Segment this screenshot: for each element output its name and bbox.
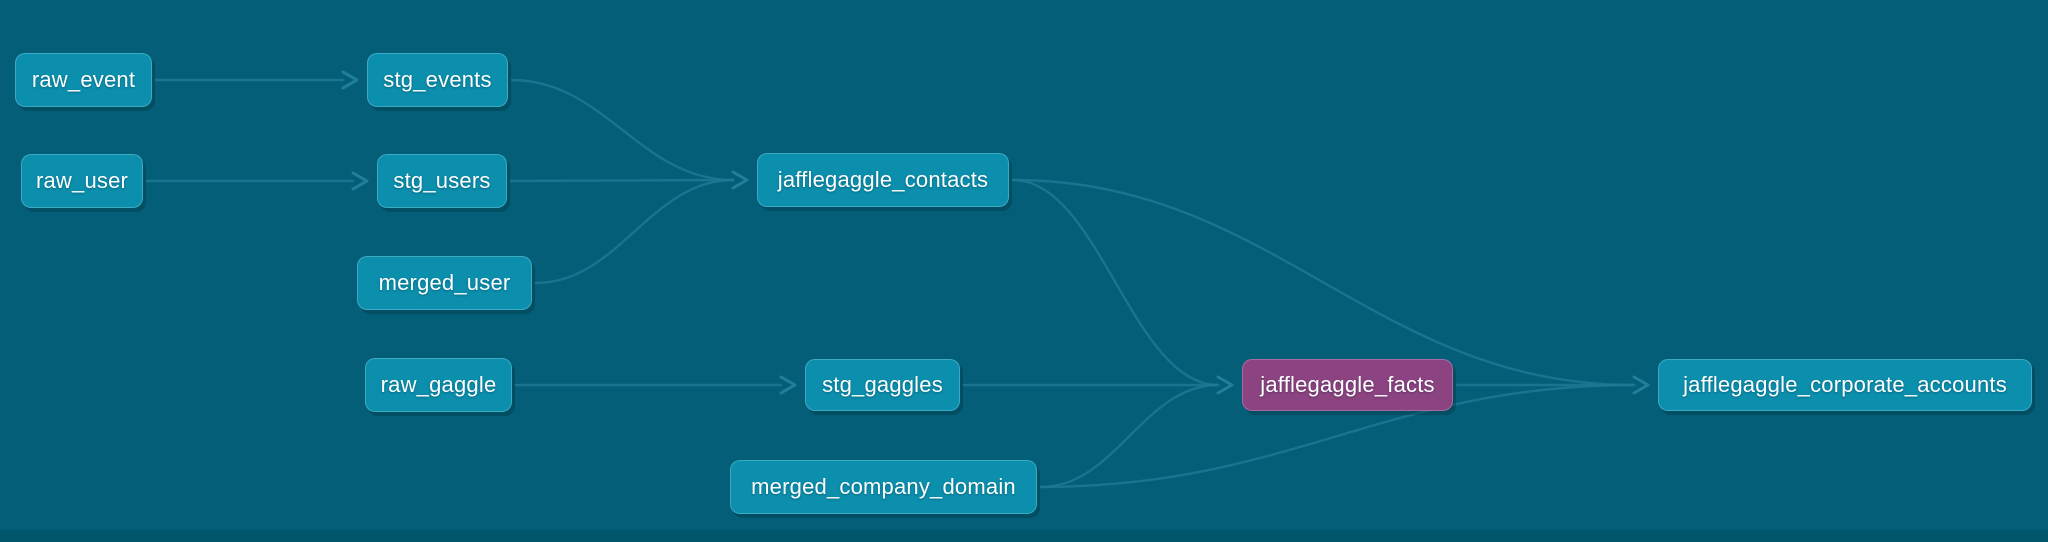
node-label: stg_events	[383, 67, 492, 92]
node-label: raw_gaggle	[380, 372, 497, 397]
edge-jafflegaggle_contacts-to-jafflegaggle_facts	[1011, 178, 1220, 387]
graph-node-stg_gaggles[interactable]: stg_gaggles	[805, 359, 960, 411]
node-label: raw_user	[35, 168, 129, 193]
graph-node-jafflegaggle_facts[interactable]: jafflegaggle_facts	[1242, 359, 1453, 411]
node-label: jafflegaggle_facts	[1260, 372, 1435, 397]
node-label: jafflegaggle_contacts	[777, 167, 989, 192]
arrowhead-into-jafflegaggle_contacts	[731, 170, 749, 190]
node-label: jafflegaggle_corporate_accounts	[1683, 372, 2007, 397]
edge-stg_events-to-jafflegaggle_contacts	[510, 78, 735, 182]
graph-node-jafflegaggle_contacts[interactable]: jafflegaggle_contacts	[757, 153, 1009, 207]
graph-node-raw_user[interactable]: raw_user	[21, 154, 143, 208]
edge-jafflegaggle_contacts-to-jafflegaggle_corporate_accounts	[1011, 178, 1636, 387]
graph-node-jafflegaggle_corporate_accounts[interactable]: jafflegaggle_corporate_accounts	[1658, 359, 2032, 411]
graph-node-stg_users[interactable]: stg_users	[377, 154, 507, 208]
node-label: stg_users	[393, 168, 491, 193]
edge-merged_company_domain-to-jafflegaggle_facts	[1039, 383, 1220, 489]
graph-node-merged_user[interactable]: merged_user	[357, 256, 532, 310]
node-label: merged_company_domain	[751, 474, 1016, 499]
graph-node-raw_event[interactable]: raw_event	[15, 53, 152, 107]
arrowhead-into-stg_gaggles	[779, 375, 797, 395]
arrowhead-into-stg_users	[351, 171, 369, 191]
canvas-bottom-edge	[0, 530, 2048, 542]
arrowhead-into-stg_events	[341, 70, 359, 90]
edge-stg_users-to-jafflegaggle_contacts	[509, 178, 735, 183]
node-label: raw_event	[31, 67, 136, 92]
edge-merged_user-to-jafflegaggle_contacts	[534, 178, 735, 285]
edge-merged_company_domain-to-jafflegaggle_corporate_accounts	[1039, 383, 1636, 489]
node-label: stg_gaggles	[822, 372, 943, 397]
graph-node-merged_company_domain[interactable]: merged_company_domain	[730, 460, 1037, 514]
graph-node-raw_gaggle[interactable]: raw_gaggle	[365, 358, 512, 412]
node-label: merged_user	[378, 270, 511, 295]
arrowhead-into-jafflegaggle_facts	[1216, 375, 1234, 395]
arrowhead-into-jafflegaggle_corporate_accounts	[1632, 375, 1650, 395]
graph-node-stg_events[interactable]: stg_events	[367, 53, 508, 107]
